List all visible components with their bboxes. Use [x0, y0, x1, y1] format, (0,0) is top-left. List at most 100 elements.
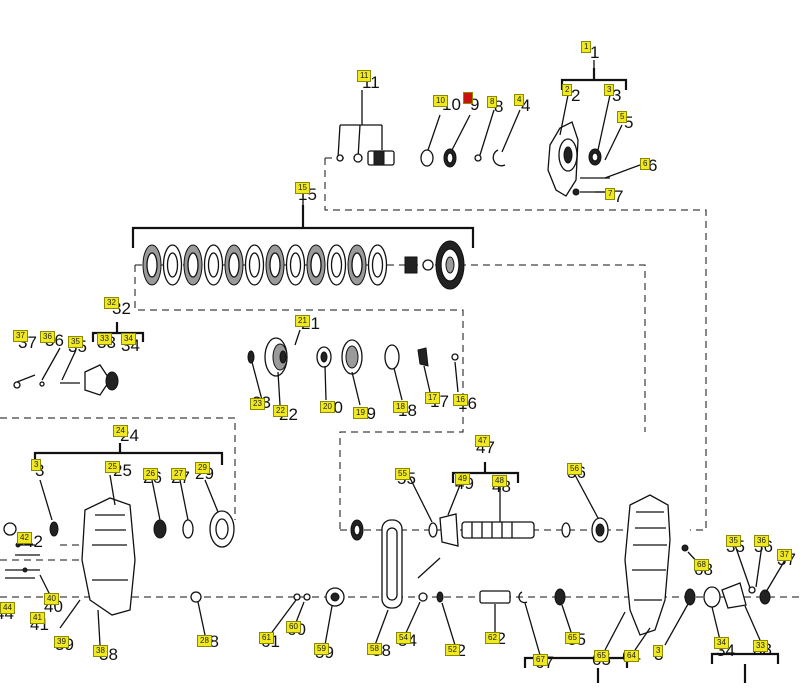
- part-callout-tag[interactable]: 11: [357, 70, 372, 82]
- front-housing-part-2: [547, 121, 610, 197]
- left-output-flange: [13, 364, 119, 396]
- part-callout-tag[interactable]: 1: [581, 41, 592, 53]
- bracket-34b: [710, 652, 780, 683]
- part-callout-tag[interactable]: 35: [726, 535, 741, 547]
- part-callout-tag[interactable]: 6: [640, 158, 651, 170]
- clutch-disc-hub: [207, 252, 220, 278]
- part-callout-tag[interactable]: 37: [13, 330, 28, 342]
- left-bolts: [5, 542, 40, 579]
- part-callout-tag[interactable]: 68: [694, 559, 709, 571]
- middle-shaft-parts: [247, 337, 459, 377]
- part-number-label: 5: [624, 113, 634, 132]
- part-callout-tag[interactable]: 33: [753, 640, 768, 652]
- part-callout-tag[interactable]: 27: [171, 468, 186, 480]
- clutch-disc-hub: [146, 252, 158, 278]
- part-callout-tag[interactable]: 52: [445, 644, 460, 656]
- center-output-shaft: [190, 513, 609, 609]
- part-callout-tag[interactable]: 32: [104, 297, 119, 309]
- part-callout-tag[interactable]: 21: [295, 315, 310, 327]
- part-callout-tag[interactable]: 36: [754, 535, 769, 547]
- part-callout-tag[interactable]: 23: [250, 398, 265, 410]
- part-callout-tag[interactable]: 65: [594, 650, 609, 662]
- part-callout-tag[interactable]: 15: [295, 182, 310, 194]
- part-callout-tag[interactable]: 8: [487, 96, 498, 108]
- part-number-label: 3: [612, 86, 622, 105]
- part-number-label: 4: [521, 96, 531, 115]
- part-callout-tag[interactable]: 48: [492, 475, 507, 487]
- part-callout-tag[interactable]: 33: [97, 333, 112, 345]
- clutch-disc-hub: [330, 252, 343, 278]
- part-callout-tag[interactable]: 44: [0, 602, 15, 614]
- left-case-half: [3, 497, 235, 616]
- part-callout-tag[interactable]: 67: [533, 654, 548, 666]
- part-callout-tag[interactable]: 10: [433, 95, 448, 107]
- part-callout-tag[interactable]: 64: [624, 650, 639, 662]
- part-number-label: 1: [590, 43, 600, 62]
- part-number-label: 6: [648, 156, 658, 175]
- assembly-line-left: [0, 417, 236, 520]
- part-callout-tag[interactable]: 29: [195, 462, 210, 474]
- part-callout-tag[interactable]: 28: [197, 635, 212, 647]
- clutch-disc-hub: [166, 252, 179, 278]
- part-callout-tag[interactable]: 3: [604, 84, 615, 96]
- clutch-disc-hub: [248, 252, 261, 278]
- part-callout-tag[interactable]: 40: [44, 593, 59, 605]
- part-callout-tag[interactable]: 3: [31, 459, 42, 471]
- part-callout-tag[interactable]: 24: [113, 425, 128, 437]
- part-callout-tag[interactable]: 20: [320, 401, 335, 413]
- part-callout-tag[interactable]: 34: [714, 637, 729, 649]
- part-callout-tag[interactable]: 62: [485, 632, 500, 644]
- part-callout-tag[interactable]: 42: [17, 532, 32, 544]
- part-callout-tag[interactable]: 61: [259, 632, 274, 644]
- clutch-disc-hub: [187, 252, 199, 278]
- part-callout-tag[interactable]: 22: [273, 405, 288, 417]
- part-callout-tag[interactable]: 19: [353, 407, 368, 419]
- part-number-label: 8: [494, 97, 504, 116]
- clutch-disc-hub: [228, 252, 240, 278]
- part-callout-tag[interactable]: 41: [30, 612, 45, 624]
- part-callout-tag[interactable]: 59: [314, 643, 329, 655]
- part-callout-tag[interactable]: 47: [475, 435, 490, 447]
- part-number-label: 2: [571, 86, 581, 105]
- part-callout-tag[interactable]: 7: [605, 188, 616, 200]
- clutch-drum: [404, 240, 465, 290]
- part-callout-tag[interactable]: 2: [562, 84, 573, 96]
- part-callout-tag[interactable]: 26: [143, 468, 158, 480]
- part-callout-tag[interactable]: 18: [393, 401, 408, 413]
- part-number-label: 7: [614, 187, 624, 206]
- part-callout-tag[interactable]: 37: [777, 549, 792, 561]
- part-callout-tag[interactable]: 54: [396, 632, 411, 644]
- bracket-11: [337, 90, 383, 159]
- assembly-line-top: [324, 157, 707, 531]
- clutch-disc-hub: [310, 252, 322, 278]
- part-callout-tag[interactable]: 25: [105, 461, 120, 473]
- bracket-15: [131, 205, 475, 248]
- part-callout-tag[interactable]: 55: [395, 468, 410, 480]
- clutch-disc-hub: [371, 252, 384, 278]
- part-callout-tag[interactable]: 34: [121, 333, 136, 345]
- part-callout-tag[interactable]: 49: [455, 473, 470, 485]
- part-callout-tag[interactable]: 35: [68, 336, 83, 348]
- assembly-line-mid: [134, 265, 464, 530]
- part-callout-tag[interactable]: 36: [40, 331, 55, 343]
- part-callout-tag[interactable]: 38: [93, 645, 108, 657]
- part-callout-tag[interactable]: 16: [453, 394, 468, 406]
- part-callout-tag[interactable]: 65: [565, 632, 580, 644]
- part-callout-tag[interactable]: 58: [367, 643, 382, 655]
- bracket-32: [91, 322, 145, 342]
- clutch-disc-hub: [289, 252, 302, 278]
- clutch-disc-hub: [269, 252, 281, 278]
- part-callout-tag[interactable]: 17: [425, 392, 440, 404]
- part-callout-tag[interactable]: 4: [514, 94, 525, 106]
- part-callout-tag[interactable]: 56: [567, 463, 582, 475]
- part-callout-tag[interactable]: 5: [617, 111, 628, 123]
- clutch-pack: [142, 244, 388, 286]
- part-callout-tag[interactable]: 60: [286, 621, 301, 633]
- part-callout-tag[interactable]: 3: [653, 645, 664, 657]
- clutch-disc-hub: [351, 252, 363, 278]
- part-callout-tag[interactable]: 9: [463, 92, 474, 104]
- bracket-65: [523, 656, 629, 683]
- part-callout-tag[interactable]: 39: [54, 636, 69, 648]
